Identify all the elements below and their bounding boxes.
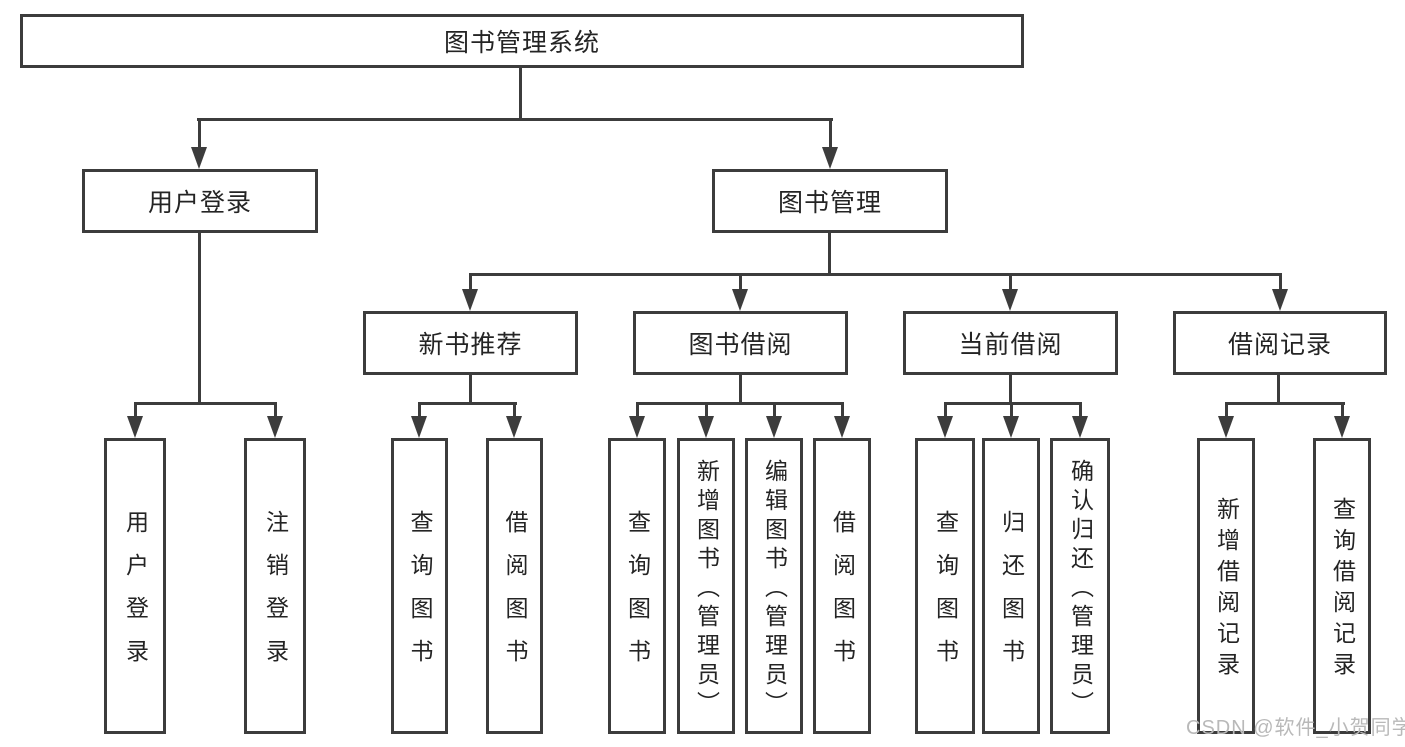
node-borrow-records: 借阅记录 [1173,311,1387,375]
arrow-to-borrow-records [1272,273,1288,311]
node-label: 图书管理 [777,189,882,217]
node-leaf-query-books-1: 查询图书 [391,438,448,734]
node-label: 图书借阅 [688,331,793,359]
node-leaf-return-book: 归还图书 [982,438,1040,734]
arrow-to-leaf-query-books-2 [629,402,645,438]
node-label: 新增图书（管理员） [693,458,720,720]
node-label: 新增借阅记录 [1213,497,1240,683]
node-label: 借阅图书 [502,510,528,682]
arrow-to-book-borrow [732,273,748,311]
arrow-to-current-borrow [1002,273,1018,311]
node-leaf-query-books-2: 查询图书 [608,438,666,734]
connector-level1-branch [197,118,833,121]
node-leaf-borrow-books-2: 借阅图书 [813,438,871,734]
arrow-to-leaf-logout [267,402,283,438]
node-library-management-system: 图书管理系统 [20,14,1024,68]
arrow-to-book-management [822,118,838,169]
arrow-to-leaf-return-book [1003,402,1019,438]
node-label: 查询图书 [932,510,959,682]
node-book-borrow: 图书借阅 [633,311,848,375]
connector-user-login-branch [134,402,276,405]
arrow-to-leaf-query-books-1 [411,402,427,438]
node-leaf-add-borrow-record: 新增借阅记录 [1197,438,1255,734]
node-label: 注销登录 [262,510,289,682]
node-label: 新书推荐 [418,331,523,359]
connector-new-book-stem [469,375,472,402]
arrow-to-leaf-add-record [1218,402,1234,438]
node-book-management: 图书管理 [712,169,948,233]
connector-book-borrow-stem [739,375,742,402]
node-label: 用户登录 [122,510,149,682]
connector-borrow-records-branch [1225,402,1345,405]
connector-level2-branch [469,273,1281,276]
arrow-to-leaf-user-login [127,402,143,438]
connector-book-borrow-branch [636,402,844,405]
node-leaf-query-books-3: 查询图书 [915,438,975,734]
connector-book-management-stem [828,233,831,273]
connector-current-borrow-branch [944,402,1082,405]
connector-new-book-branch [418,402,517,405]
arrow-to-user-login [191,118,207,169]
node-leaf-edit-book-admin: 编辑图书（管理员） [745,438,803,734]
node-label: 确认归还（管理员） [1067,458,1094,720]
node-new-book-recommend: 新书推荐 [363,311,578,375]
arrow-to-leaf-edit-book [766,402,782,438]
node-label: 借阅图书 [829,510,856,682]
node-label: 当前借阅 [958,331,1063,359]
connector-root-stem [519,68,522,118]
node-label: 用户登录 [147,189,252,217]
csdn-watermark: CSDN @软件_小贺同学 [1186,717,1405,739]
node-leaf-query-borrow-record: 查询借阅记录 [1313,438,1371,734]
node-label: 编辑图书（管理员） [761,458,788,720]
node-label: 查询借阅记录 [1329,497,1356,683]
arrow-to-leaf-borrow-books-1 [506,402,522,438]
arrow-to-leaf-confirm-return [1072,402,1088,438]
node-leaf-user-login: 用户登录 [104,438,166,734]
connector-current-borrow-stem [1009,375,1012,402]
node-label: 借阅记录 [1227,331,1332,359]
arrow-to-new-book-recommend [462,273,478,311]
node-current-borrow: 当前借阅 [903,311,1118,375]
node-leaf-confirm-return-admin: 确认归还（管理员） [1050,438,1110,734]
connector-borrow-records-stem [1277,375,1280,402]
arrow-to-leaf-borrow-books-2 [834,402,850,438]
arrow-to-leaf-query-record [1334,402,1350,438]
arrow-to-leaf-add-book [698,402,714,438]
node-label: 查询图书 [624,510,651,682]
node-leaf-logout: 注销登录 [244,438,306,734]
node-label: 归还图书 [998,510,1025,682]
node-leaf-add-book-admin: 新增图书（管理员） [677,438,735,734]
node-label: 图书管理系统 [443,29,600,57]
connector-user-login-stem [198,233,201,402]
node-label: 查询图书 [407,510,433,682]
node-user-login: 用户登录 [82,169,318,233]
arrow-to-leaf-query-books-3 [937,402,953,438]
node-leaf-borrow-books-1: 借阅图书 [486,438,543,734]
